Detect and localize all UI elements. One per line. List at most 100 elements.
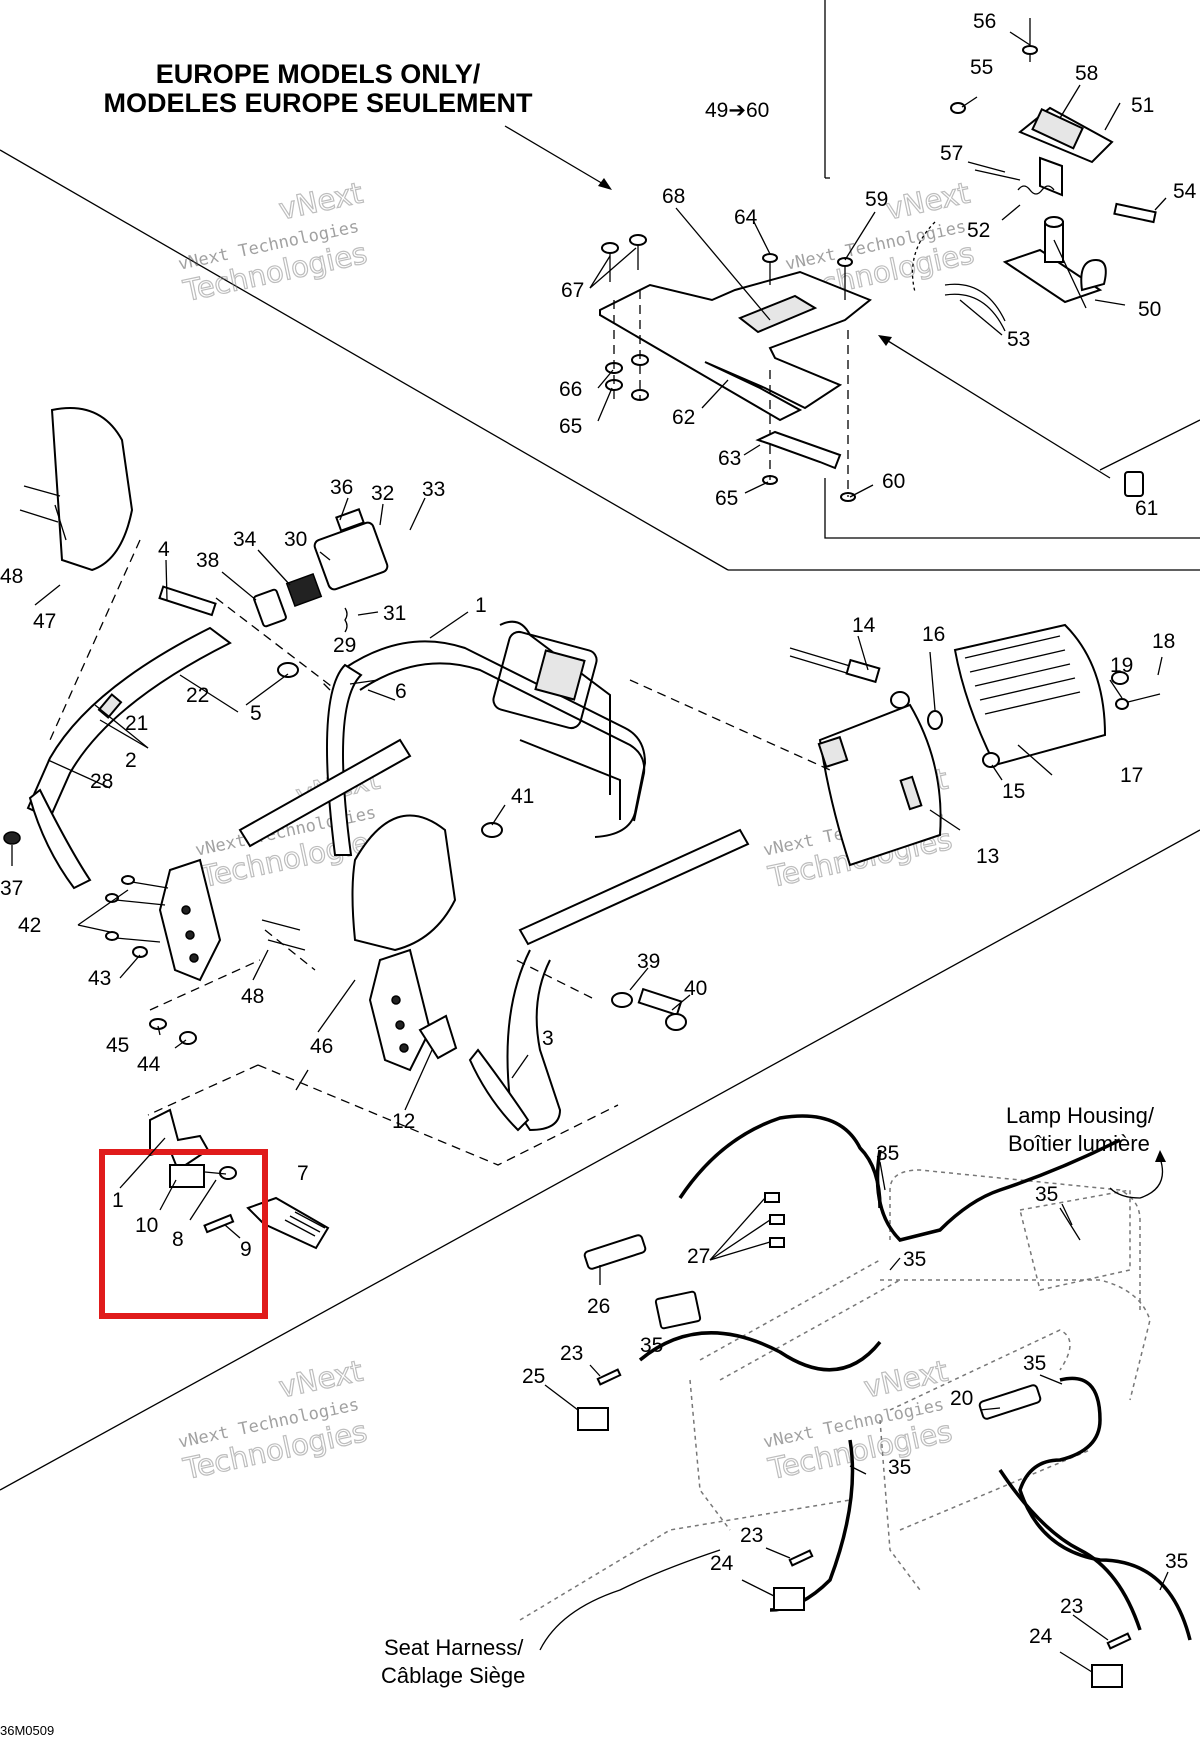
callout-63: 63 bbox=[718, 447, 741, 470]
callout-24b: 24 bbox=[1029, 1625, 1053, 1648]
callout-14: 14 bbox=[852, 614, 876, 637]
callout-59: 59 bbox=[865, 188, 888, 211]
callout-33: 33 bbox=[422, 478, 445, 501]
callout-10: 10 bbox=[135, 1214, 158, 1237]
callout-16: 16 bbox=[922, 623, 945, 646]
callout-27: 27 bbox=[687, 1245, 710, 1268]
section-dividers bbox=[0, 0, 1200, 1491]
plate-light-lens bbox=[1031, 107, 1084, 150]
callout-44: 44 bbox=[137, 1053, 161, 1076]
callout-35a: 35 bbox=[876, 1142, 899, 1165]
callout-3: 3 bbox=[542, 1027, 554, 1050]
callout-48: 48 bbox=[0, 565, 23, 588]
callout-30: 30 bbox=[284, 528, 307, 551]
rear-light bbox=[313, 521, 389, 591]
callout-35f: 35 bbox=[888, 1456, 911, 1479]
callout-51: 51 bbox=[1131, 94, 1154, 117]
callout-37: 37 bbox=[0, 877, 23, 900]
callout-50: 50 bbox=[1138, 298, 1161, 321]
callout-31: 31 bbox=[383, 602, 406, 625]
connector-24a bbox=[773, 1587, 805, 1611]
bolts-42 bbox=[105, 875, 169, 958]
harness-wire bbox=[678, 1114, 882, 1209]
callout-25: 25 bbox=[522, 1365, 545, 1388]
terminals-27 bbox=[764, 1192, 785, 1248]
callout-13: 13 bbox=[976, 845, 999, 868]
callout-labels: 56 55 58 51 57 54 52 50 53 59 64 68 67 6… bbox=[0, 10, 1197, 1738]
callout-64: 64 bbox=[734, 206, 758, 229]
connector-24b bbox=[1091, 1664, 1123, 1688]
callout-8: 8 bbox=[172, 1228, 184, 1251]
foot-step bbox=[468, 1048, 530, 1132]
callout-23a: 23 bbox=[560, 1342, 583, 1365]
callout-22: 22 bbox=[186, 684, 209, 707]
callout-61: 61 bbox=[1135, 497, 1158, 520]
highlight-box bbox=[99, 1149, 268, 1319]
callout-40: 40 bbox=[684, 977, 707, 1000]
callout-6: 6 bbox=[395, 680, 407, 703]
callout-17: 17 bbox=[1120, 764, 1143, 787]
callout-65: 65 bbox=[559, 415, 582, 438]
connector-sleeve-20 bbox=[978, 1384, 1042, 1420]
lower-bracket bbox=[755, 430, 842, 470]
callout-21: 21 bbox=[125, 712, 148, 735]
callout-9: 9 bbox=[240, 1238, 252, 1261]
tail-light-assembly bbox=[789, 623, 1161, 867]
callout-35c: 35 bbox=[903, 1248, 926, 1271]
callout-23b: 23 bbox=[740, 1524, 763, 1547]
connector-sleeve-26 bbox=[583, 1234, 647, 1270]
callout-19: 19 bbox=[1110, 654, 1133, 677]
callout-45: 45 bbox=[106, 1034, 129, 1057]
callout-5: 5 bbox=[250, 702, 262, 725]
callout-24a: 24 bbox=[710, 1552, 734, 1575]
callout-1b: 1 bbox=[112, 1189, 124, 1212]
assembly-guides bbox=[49, 539, 831, 1166]
callout-23c: 23 bbox=[1060, 1595, 1083, 1618]
seat-harness-label: Seat Harness/ bbox=[384, 1635, 524, 1660]
lamp-housing-label: Lamp Housing/ bbox=[1006, 1103, 1155, 1128]
lamp-housing-label-fr: Boîtier lumière bbox=[1008, 1131, 1150, 1156]
callout-58: 58 bbox=[1075, 62, 1098, 85]
title-block: EUROPE MODELS ONLY/ MODELES EUROPE SEULE… bbox=[103, 59, 612, 190]
callout-2: 2 bbox=[125, 749, 137, 772]
callout-18: 18 bbox=[1152, 630, 1175, 653]
range-label: 49➔60 bbox=[705, 99, 769, 122]
callout-42: 42 bbox=[18, 914, 41, 937]
callout-7: 7 bbox=[297, 1162, 309, 1185]
callout-66: 66 bbox=[559, 378, 582, 401]
title-line-1: EUROPE MODELS ONLY/ bbox=[156, 59, 481, 89]
callout-32: 32 bbox=[371, 482, 394, 505]
callout-35e: 35 bbox=[1023, 1352, 1046, 1375]
connector-25 bbox=[577, 1407, 609, 1431]
side-plate-right bbox=[368, 948, 432, 1072]
side-plate-left bbox=[158, 858, 222, 982]
callout-15: 15 bbox=[1002, 780, 1025, 803]
drawing-code: 36M0509 bbox=[0, 1723, 54, 1738]
wiring-harness: Lamp Housing/ Boîtier lumière Seat Harne… bbox=[381, 1103, 1192, 1688]
callout-28: 28 bbox=[90, 770, 113, 793]
callout-20: 20 bbox=[950, 1387, 973, 1410]
callout-62: 62 bbox=[672, 406, 695, 429]
callout-4: 4 bbox=[158, 538, 170, 561]
leader-lines bbox=[11, 31, 1169, 1673]
seat-harness-label-fr: Câblage Siège bbox=[381, 1663, 525, 1688]
callout-46: 46 bbox=[310, 1035, 333, 1058]
callout-26: 26 bbox=[587, 1295, 610, 1318]
callout-12: 12 bbox=[392, 1110, 415, 1133]
hinge-plate bbox=[1002, 248, 1103, 304]
callout-36: 36 bbox=[330, 476, 353, 499]
rack-frame bbox=[344, 640, 647, 838]
title-line-2: MODELES EUROPE SEULEMENT bbox=[103, 88, 533, 118]
callout-67: 67 bbox=[561, 279, 584, 302]
callout-34: 34 bbox=[233, 528, 257, 551]
rear-rack-assembly bbox=[3, 407, 750, 1132]
callout-53: 53 bbox=[1007, 328, 1030, 351]
callout-52: 52 bbox=[967, 219, 990, 242]
callout-54: 54 bbox=[1173, 180, 1197, 203]
callout-48b: 48 bbox=[241, 985, 264, 1008]
callout-39: 39 bbox=[637, 950, 660, 973]
tail-light-base bbox=[818, 703, 942, 867]
europe-plate-assembly: 49➔60 bbox=[599, 18, 1157, 502]
callout-29: 29 bbox=[333, 634, 356, 657]
